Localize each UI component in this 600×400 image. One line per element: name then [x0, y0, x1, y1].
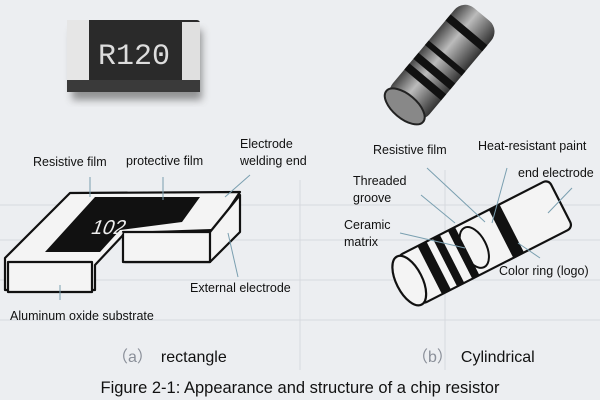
- label-ceramic-line1: Ceramic: [344, 218, 391, 232]
- chip-marking: R120: [98, 40, 170, 74]
- subfigure-b-caption: （b） Cylindrical: [412, 343, 535, 367]
- photo-chip-cylindrical: [383, 4, 495, 126]
- subfigure-b-name: Cylindrical: [460, 349, 535, 366]
- label-matrix-line2: matrix: [344, 235, 379, 249]
- subfigure-a-name: rectangle: [160, 349, 227, 366]
- photo-chip-rectangular: R120: [67, 20, 202, 100]
- label-welding-end-line2: welding end: [240, 154, 307, 168]
- label-groove-line2: groove: [353, 191, 392, 205]
- label-aluminum-oxide-substrate: Aluminum oxide substrate: [10, 309, 154, 323]
- label-threaded-line1: Threaded: [353, 174, 407, 188]
- label-electrode-line1: Electrode: [240, 137, 293, 151]
- label-external-electrode: External electrode: [190, 281, 291, 295]
- label-heat-resistant-paint: Heat-resistant paint: [478, 139, 587, 153]
- chip-marking-102: 102: [88, 217, 129, 239]
- figure-caption: Figure 2-1: Appearance and structure of …: [100, 379, 500, 397]
- label-end-electrode: end electrode: [518, 166, 594, 180]
- label-protective-film: protective film: [126, 154, 204, 168]
- label-resistive-film-a: Resistive film: [33, 155, 107, 169]
- subfigure-a-index: （a）: [112, 349, 153, 366]
- subfigure-a-caption: （a） rectangle: [112, 343, 227, 367]
- subfigure-b-index: （b）: [412, 349, 453, 366]
- label-resistive-film-b: Resistive film: [373, 143, 447, 157]
- label-color-ring: Color ring (logo): [499, 264, 589, 278]
